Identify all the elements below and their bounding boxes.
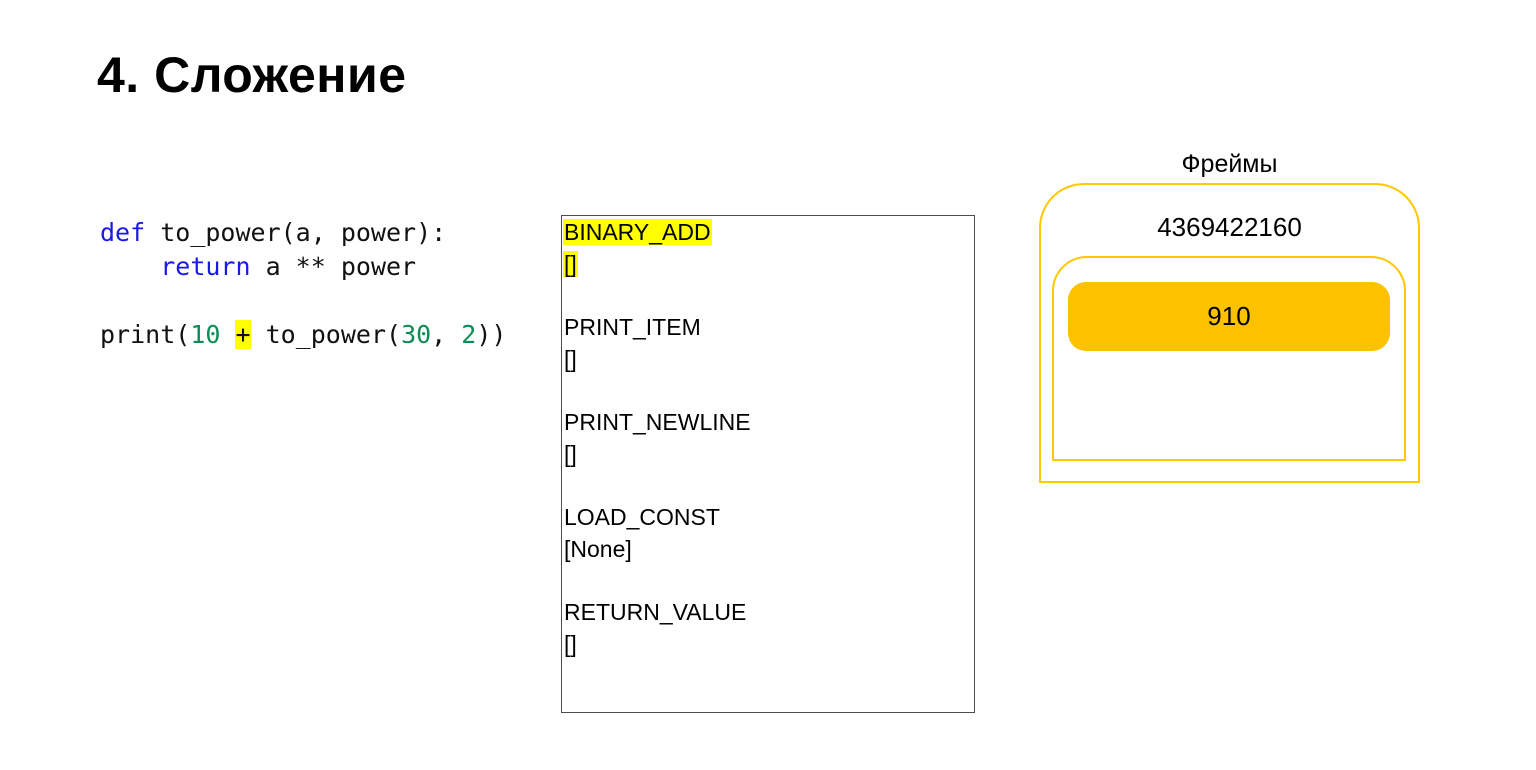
code-token: , bbox=[431, 320, 462, 349]
code-token: + bbox=[235, 320, 251, 349]
code-token: return bbox=[160, 252, 251, 281]
instruction-name: PRINT_ITEM bbox=[563, 311, 974, 343]
code-token: 2 bbox=[461, 320, 477, 349]
code-line: print(10 + to_power(30, 2)) bbox=[100, 318, 506, 352]
instruction-stack-text: [] bbox=[564, 346, 577, 372]
code-token: to_power(a, power): bbox=[145, 218, 447, 247]
instruction-name: RETURN_VALUE bbox=[563, 596, 974, 628]
instruction-stack-text: [None] bbox=[564, 536, 632, 562]
frame-id: 4369422160 bbox=[1157, 212, 1302, 242]
instruction-name-text: PRINT_ITEM bbox=[564, 314, 701, 340]
frame-box: 4369422160 910 bbox=[1039, 183, 1420, 483]
bytecode-instruction: PRINT_NEWLINE [] bbox=[563, 406, 974, 470]
code-line: def to_power(a, power): bbox=[100, 216, 506, 250]
instruction-stack-text: [] bbox=[564, 631, 577, 657]
code-token: a ** power bbox=[250, 252, 417, 281]
instruction-stack: [] bbox=[563, 343, 974, 375]
code-token bbox=[220, 320, 235, 349]
bytecode-panel: BINARY_ADD [] PRINT_ITEM [] PRINT_NEWLINE [] L… bbox=[561, 215, 975, 713]
instruction-name-text: RETURN_VALUE bbox=[564, 599, 747, 625]
stack-value: 910 bbox=[1068, 282, 1390, 351]
code-token: to_power( bbox=[250, 320, 402, 349]
code-line bbox=[100, 284, 506, 318]
instruction-stack: [] bbox=[563, 248, 974, 280]
instruction-name: LOAD_CONST bbox=[563, 501, 974, 533]
code-token: print( bbox=[100, 320, 191, 349]
code-token: )) bbox=[476, 320, 507, 349]
code-token: 10 bbox=[190, 320, 221, 349]
code-line: return a ** power bbox=[100, 250, 506, 284]
instruction-stack-text: [] bbox=[564, 441, 577, 467]
bytecode-instruction: RETURN_VALUE [] bbox=[563, 596, 974, 660]
instruction-stack: [] bbox=[563, 438, 974, 470]
bytecode-instruction: LOAD_CONST [None] bbox=[563, 501, 974, 565]
instruction-stack: [None] bbox=[563, 533, 974, 565]
instruction-name-text: PRINT_NEWLINE bbox=[564, 409, 751, 435]
bytecode-instruction: PRINT_ITEM [] bbox=[563, 311, 974, 375]
instruction-name-text: LOAD_CONST bbox=[564, 504, 720, 530]
instruction-name-text: BINARY_ADD bbox=[563, 219, 712, 245]
bytecode-instruction: BINARY_ADD [] bbox=[563, 216, 974, 280]
code-token: def bbox=[100, 218, 146, 247]
source-code: def to_power(a, power): return a ** powe… bbox=[100, 216, 506, 352]
page-title: 4. Сложение bbox=[97, 47, 407, 103]
code-token bbox=[100, 252, 160, 281]
frames-label: Фреймы bbox=[1181, 150, 1278, 178]
frame-stack: 910 bbox=[1052, 256, 1406, 461]
instruction-name: PRINT_NEWLINE bbox=[563, 406, 974, 438]
instruction-stack: [] bbox=[563, 628, 974, 660]
instruction-name: BINARY_ADD bbox=[563, 216, 974, 248]
code-token: 30 bbox=[401, 320, 432, 349]
instruction-stack-text: [] bbox=[563, 251, 578, 277]
